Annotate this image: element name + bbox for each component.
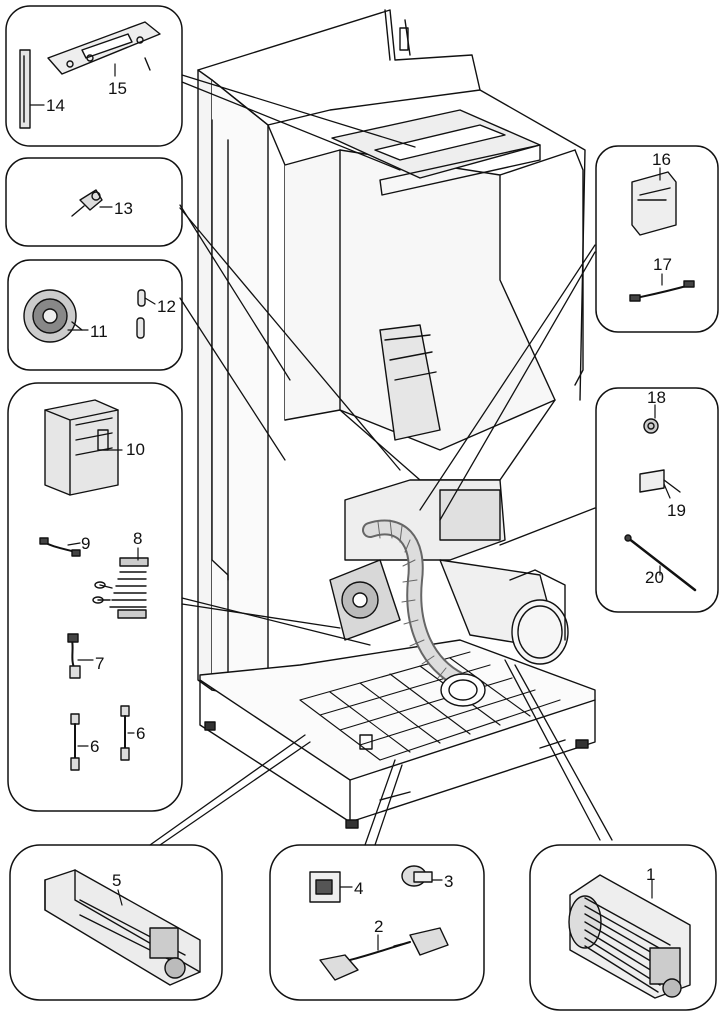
cable-part-icon: [67, 633, 81, 679]
control-board-part-icon: [44, 399, 119, 496]
part-label-1: 1: [646, 865, 656, 884]
clip-part-icon: [71, 189, 103, 217]
bracket-part-icon: [19, 49, 31, 129]
part-label-20: 20: [645, 568, 664, 587]
display-panel-part-icon: [631, 171, 677, 236]
part-label-15: 15: [108, 79, 127, 98]
part-label-10: 10: [126, 440, 145, 459]
part-label-13: 13: [114, 199, 133, 218]
label-ticks: [29, 63, 671, 951]
part-label-17: 17: [653, 255, 672, 274]
part-label-18: 18: [647, 388, 666, 407]
socket-part-icon: [309, 871, 341, 903]
part-label-6a: 6: [90, 737, 100, 756]
power-cable-part-icon: [319, 927, 449, 981]
part-label-4: 4: [354, 879, 364, 898]
part-label-3: 3: [444, 872, 454, 891]
wiring-harness-part-icon: [92, 557, 149, 619]
part-label-6b: 6: [136, 724, 146, 743]
part-label-14: 14: [46, 96, 65, 115]
fan-assembly-part-icon: [44, 869, 201, 986]
tangential-fan-part-icon: [568, 874, 691, 999]
cable-part-icon: [629, 280, 695, 302]
part-label-8: 8: [133, 529, 143, 548]
sensor-part-icon: [643, 418, 659, 434]
part-label-5: 5: [112, 871, 122, 890]
cable-gland-part-icon: [401, 865, 433, 887]
part-label-19: 19: [667, 501, 686, 520]
probe-part-icon: [624, 534, 697, 592]
pressure-switch-part-icon: [23, 289, 83, 343]
part-label-11: 11: [90, 322, 108, 341]
leader-lines: [149, 74, 613, 846]
part-label-16: 16: [652, 150, 671, 169]
part-label-7: 7: [95, 654, 105, 673]
callout-bubbles: [5, 5, 719, 1011]
tube-part-icon: [136, 289, 146, 339]
cable-part-icon: [39, 537, 81, 557]
boiler-unit: [197, 9, 596, 829]
cable-part-icon: [70, 705, 130, 771]
control-panel-part-icon: [47, 21, 161, 75]
part-label-2: 2: [374, 917, 384, 936]
part-label-9: 9: [81, 534, 91, 553]
bracket-part-icon: [639, 469, 681, 493]
part-label-12: 12: [157, 297, 176, 316]
